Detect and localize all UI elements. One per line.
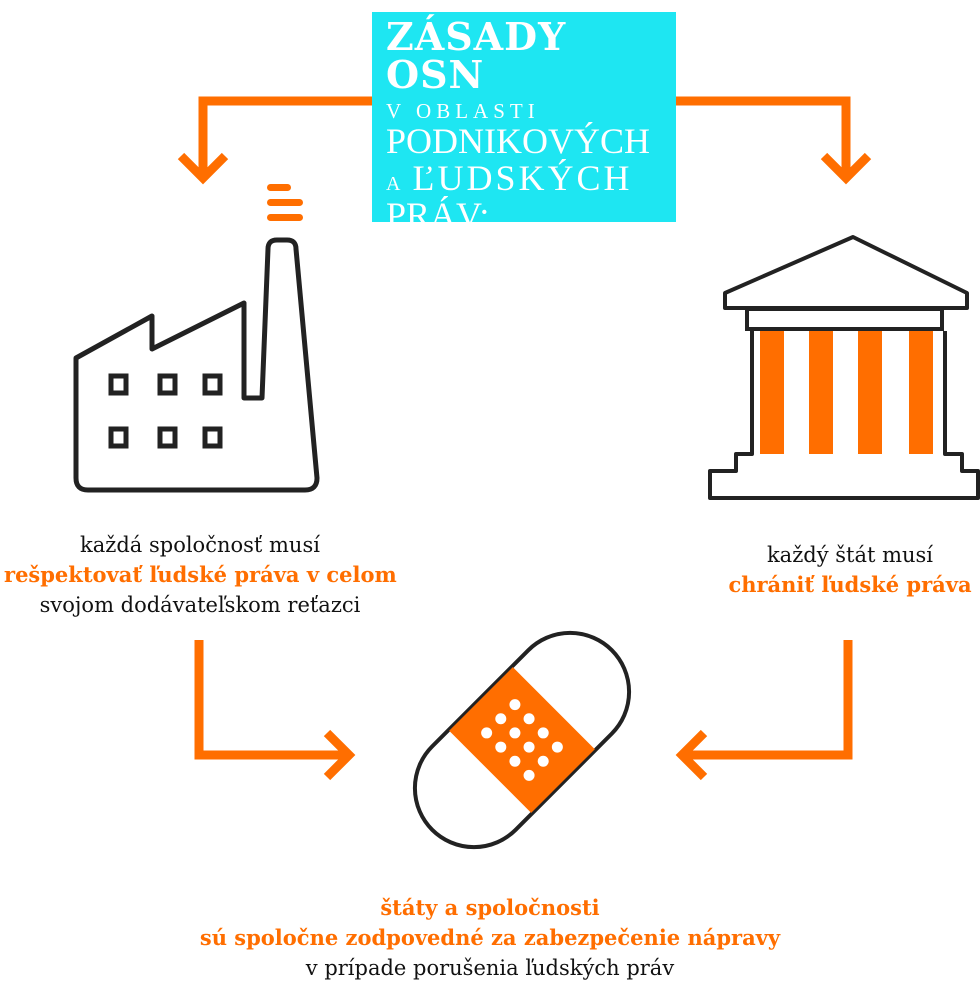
arrow-state-to-remedy bbox=[675, 640, 853, 781]
title-line-1: ZÁSADY OSN bbox=[386, 14, 567, 97]
remedy-caption-highlight-1: štáty a spoločnosti bbox=[380, 895, 600, 920]
company-caption: každá spoločnosť musí rešpektovať ľudské… bbox=[4, 530, 397, 620]
arrow-title-to-state bbox=[676, 96, 872, 185]
government-building-icon bbox=[708, 235, 980, 500]
company-caption-line-1: každá spoločnosť musí bbox=[80, 533, 320, 557]
company-caption-highlight: rešpektovať ľudské práva v celom bbox=[4, 562, 397, 587]
arrow-title-to-factory bbox=[177, 96, 372, 185]
title-line-5: PRÁV: bbox=[386, 195, 490, 235]
title-line-3: PODNIKOVÝCH bbox=[386, 121, 651, 161]
state-caption: každý štát musí chrániť ľudské práva bbox=[700, 540, 980, 600]
bandage-icon bbox=[412, 630, 632, 850]
state-caption-highlight: chrániť ľudské práva bbox=[728, 572, 972, 597]
remedy-caption-highlight-2: sú spoločne zodpovedné za zabezpečenie n… bbox=[199, 925, 781, 950]
title-line-4: A ĽUDSKÝCH bbox=[386, 160, 676, 196]
title-box: ZÁSADY OSN V OBLASTI PODNIKOVÝCH A ĽUDSKÝ… bbox=[372, 12, 676, 233]
state-caption-line-1: každý štát musí bbox=[766, 543, 934, 567]
title-line-2: V OBLASTI bbox=[386, 99, 540, 123]
title-line-4-prefix: A bbox=[386, 173, 405, 195]
title-line-4-word: ĽUDSKÝCH bbox=[412, 158, 633, 198]
arrow-company-to-remedy bbox=[194, 640, 356, 781]
company-caption-line-3: svojom dodávateľskom reťazci bbox=[39, 593, 361, 617]
remedy-caption: štáty a spoločnosti sú spoločne zodpoved… bbox=[190, 893, 790, 983]
remedy-caption-line-3: v prípade porušenia ľudských práv bbox=[305, 956, 675, 980]
factory-icon bbox=[73, 184, 320, 493]
